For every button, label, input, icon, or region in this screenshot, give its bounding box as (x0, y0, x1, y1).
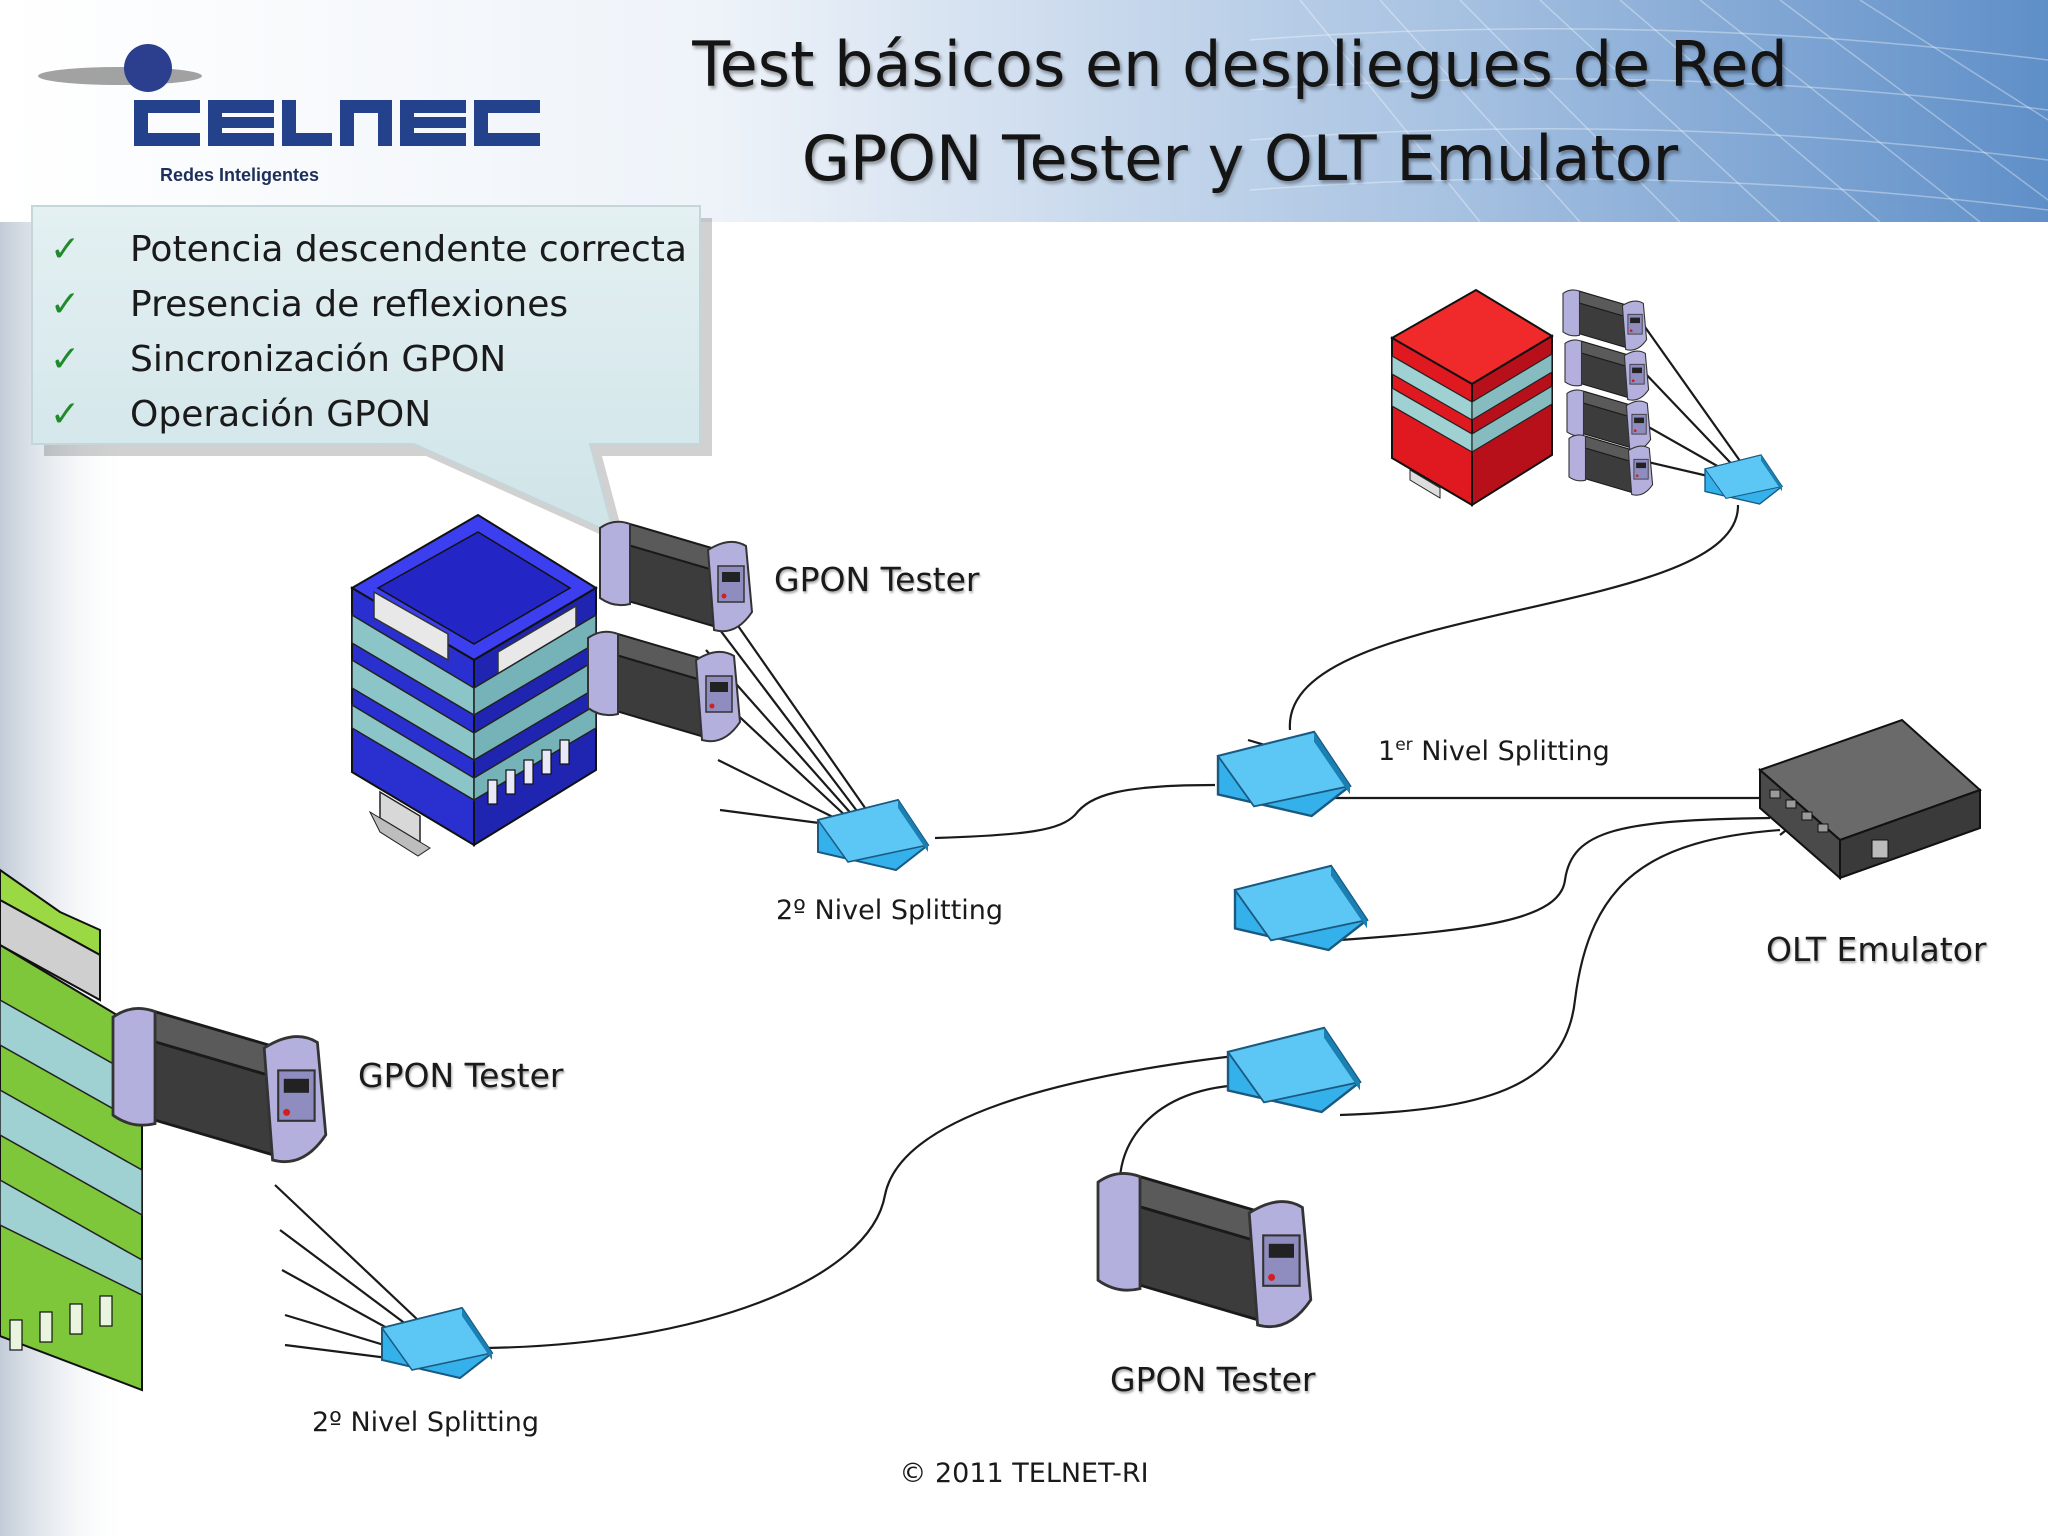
label-gpon-tester-top: GPON Tester (774, 560, 980, 599)
ont-device-top-1 (599, 520, 753, 633)
callout-checklist: ✓Potencia descendente correcta ✓Presenci… (50, 222, 687, 442)
blue-building (350, 513, 598, 857)
splitter-level2-top (817, 799, 929, 871)
splitter-middle (1233, 864, 1369, 952)
label-olt-emulator: OLT Emulator (1766, 930, 1987, 969)
check-icon: ✓ (50, 339, 81, 380)
splitter-level1 (1216, 730, 1352, 818)
check-icon: ✓ (50, 394, 81, 435)
check-icon: ✓ (50, 284, 81, 325)
label-gpon-tester-left: GPON Tester (358, 1056, 564, 1095)
splitter-lower (1226, 1026, 1362, 1114)
label-splitting-level1: 1er Nivel Splitting (1378, 735, 1610, 767)
olt-emulator-device (1758, 718, 1982, 881)
callout-box (31, 205, 712, 546)
checklist-item: ✓Potencia descendente correcta (50, 229, 687, 270)
label-splitting-level2-bottom: 2º Nivel Splitting (312, 1407, 540, 1438)
checklist-item: ✓Operación GPON (50, 394, 432, 435)
header-grid-pattern (1249, 0, 2048, 223)
slide-title-line1: Test básicos en despliegues de Red (692, 28, 1788, 101)
red-building (1389, 288, 1554, 507)
telnet-logo (38, 44, 540, 146)
check-icon: ✓ (50, 229, 81, 270)
label-splitting-level2-top: 2º Nivel Splitting (776, 895, 1004, 926)
logo-tagline: Redes Inteligentes (160, 165, 320, 185)
ont-device-left (111, 1007, 328, 1164)
green-building (0, 868, 143, 1392)
label-gpon-tester-bottom: GPON Tester (1110, 1360, 1316, 1399)
footer-copyright: © 2011 TELNET-RI (899, 1458, 1149, 1489)
slide-title-line2: GPON Tester y OLT Emulator (801, 122, 1679, 195)
checklist-item: ✓Sincronización GPON (50, 339, 507, 380)
checklist-item: ✓Presencia de reflexiones (50, 284, 569, 325)
telnet-logo-wordmark (134, 100, 540, 146)
ont-device-bottom (1096, 1172, 1313, 1329)
splitter-red (1704, 454, 1783, 505)
ont-device-top-2 (587, 630, 741, 743)
